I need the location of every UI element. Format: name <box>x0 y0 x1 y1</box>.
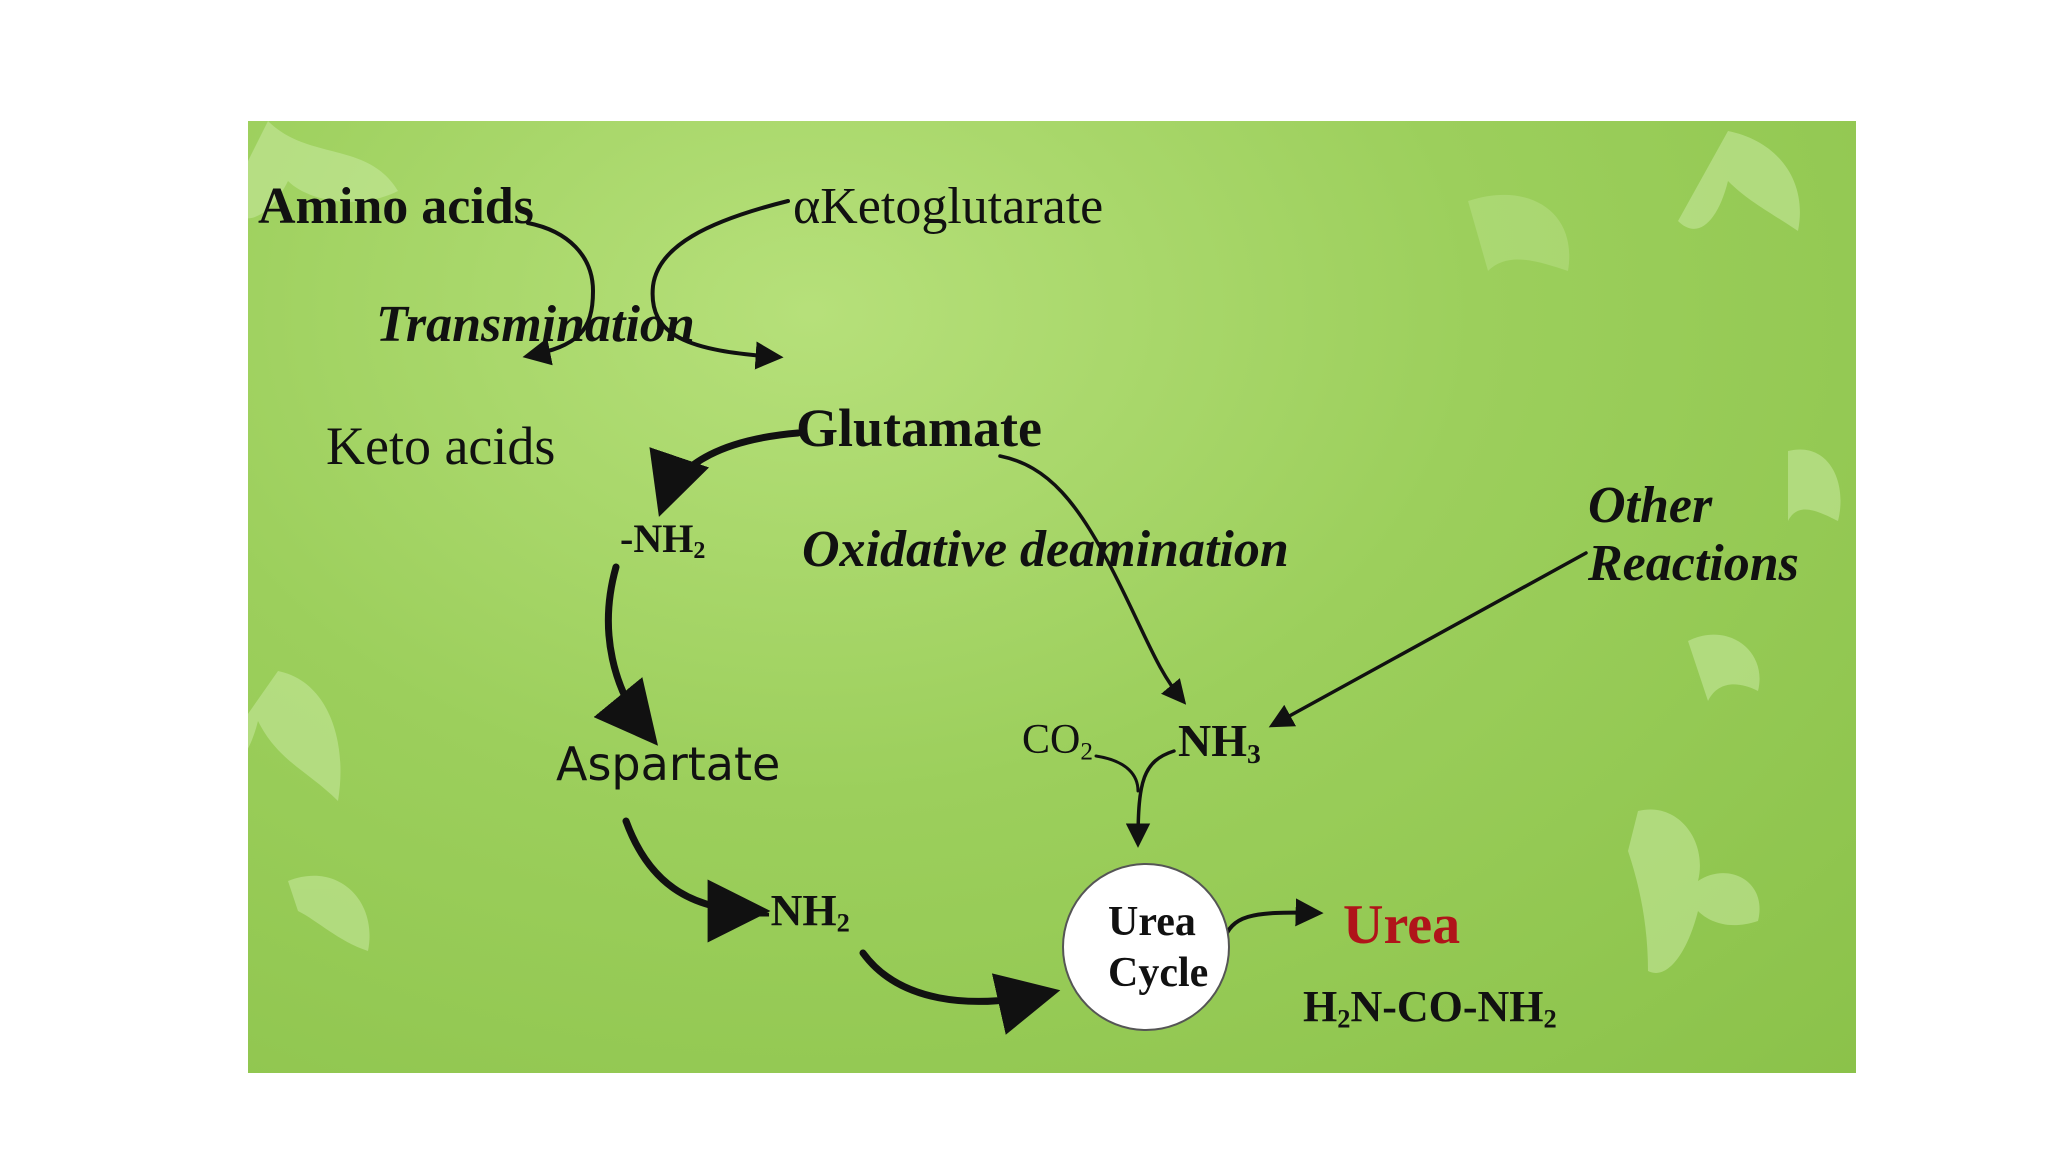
urea-cycle-label: Urea Cycle <box>1108 899 1209 997</box>
arrow-cycle-to-urea <box>1221 898 1324 943</box>
arrow-co2-merge <box>1094 754 1140 793</box>
arrow-nh2-to-cycle <box>859 949 1061 1035</box>
arrow-nh2-to-aspartate <box>593 563 658 746</box>
ketoglutarate-label: αKetoglutarate <box>793 178 1104 235</box>
urea-cycle-circle <box>1062 863 1230 1031</box>
nh2-top-label: -NH2 <box>620 516 706 564</box>
arrow-nh3-to-cycle <box>1125 749 1176 848</box>
arrow-glutamate-to-nh2 <box>649 429 802 517</box>
arrow-other-to-nh3 <box>1268 551 1588 728</box>
glutamate-label: Glutamate <box>796 398 1042 458</box>
arrow-aspartate-to-nh2 <box>622 817 771 943</box>
alpha-symbol: α <box>793 178 821 235</box>
aspartate-label: Aspartate <box>556 737 781 791</box>
nh3-label: NH3 <box>1178 715 1261 769</box>
keto-acids-label: Keto acids <box>326 416 556 476</box>
pathway-arrows <box>522 199 1588 1035</box>
oxidative-deamination-label: Oxidative deamination <box>802 521 1289 578</box>
arrow-amino-to-keto <box>522 221 596 366</box>
amino-acids-label: Amino acids <box>258 178 534 235</box>
nh2-bottom-label: -NH2 <box>756 886 850 938</box>
arrow-ketoglutarate-to-glutamate <box>650 199 790 370</box>
butterfly-decoration-icon <box>248 121 1841 973</box>
co2-label: CO2 <box>1022 717 1093 766</box>
arrow-glutamate-to-nh3 <box>998 454 1187 705</box>
other-reactions-label: Other Reactions <box>1588 477 1799 593</box>
urea-formula-label: H2N-CO-NH2 <box>1303 982 1557 1034</box>
transamination-label: Transmination <box>376 296 695 353</box>
urea-label: Urea <box>1343 894 1461 956</box>
diagram-slide: Amino acids αKetoglutarate Transmination… <box>248 121 1856 1073</box>
